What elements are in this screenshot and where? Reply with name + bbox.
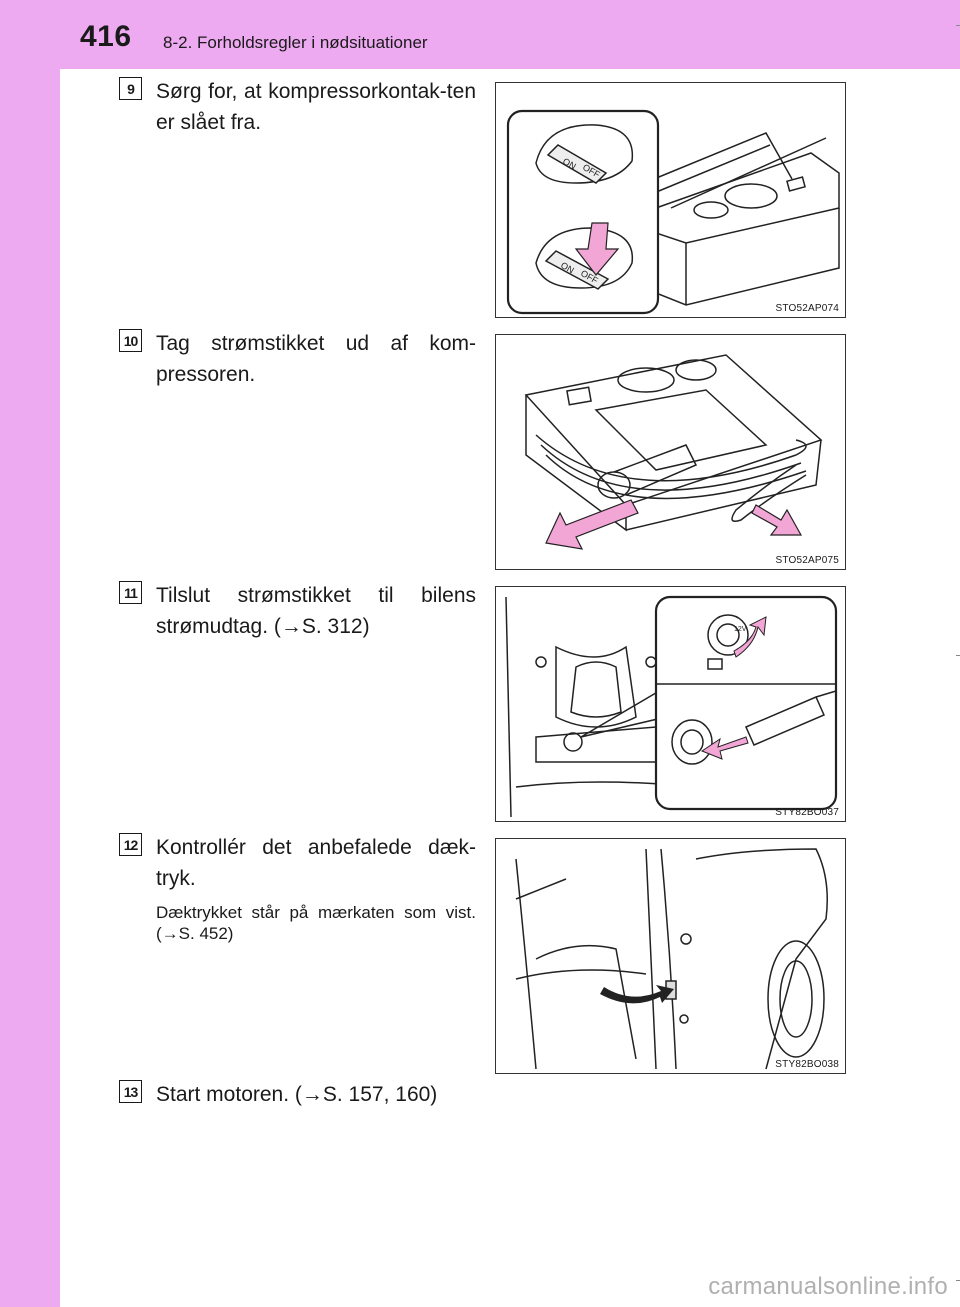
margin-mark (956, 25, 960, 26)
step-number-badge: 12 (119, 833, 142, 856)
figure-compressor-plug: STO52AP075 (495, 334, 846, 570)
step-number-badge: 10 (119, 329, 142, 352)
figure-power-outlet: 12V STY82BO037 (495, 586, 846, 822)
margin-mark (956, 1280, 960, 1281)
compressor-switch-illustration: ON OFF ON OFF (506, 109, 840, 315)
socket-label: 12V (734, 626, 747, 633)
figure-compressor-switch: ON OFF ON OFF STO52AP074 (495, 82, 846, 318)
figure-tire-pressure-label: STY82BO038 (495, 838, 846, 1074)
compressor-plug-illustration (524, 354, 823, 550)
chapter-side-bar (0, 0, 60, 1307)
press-arrow-icon (574, 222, 620, 276)
step-number-badge: 13 (119, 1080, 142, 1103)
point-arrow-icon (600, 985, 674, 1004)
pull-arrow-icon (545, 499, 639, 550)
step-text: Tag strømstikket ud af kom-pressoren. (156, 332, 476, 386)
figure-code: STY82BO038 (775, 1059, 839, 1070)
rotate-arrow-icon (733, 616, 767, 658)
step-text: Kontrollér det anbefalede dæk-tryk. (156, 836, 476, 890)
figure-code: STO52AP074 (775, 303, 839, 314)
watermark: carmanualsonline.info (708, 1273, 948, 1300)
insert-arrow-icon (700, 736, 749, 760)
pull-arrow-icon (751, 504, 803, 536)
step-text: Start motoren. (→S. 157, 160) (156, 1083, 438, 1106)
step-text: Tilslut strømstikket til bilens strømudt… (156, 584, 476, 638)
figure-code: STY82BO037 (775, 807, 839, 818)
step-number-badge: 9 (119, 77, 142, 100)
power-outlet-illustration: 12V (505, 595, 838, 818)
section-title: 8-2. Forholdsregler i nødsituationer (163, 33, 428, 52)
header-band (60, 0, 960, 69)
step-text: Sørg for, at kompressorkontak-ten er slå… (156, 80, 476, 134)
step-note: Dæktrykket står på mærkaten som vist. (→… (156, 903, 476, 943)
margin-mark (956, 655, 960, 656)
figure-code: STO52AP075 (775, 555, 839, 566)
door-pillar-illustration (515, 848, 828, 1070)
step-number-badge: 11 (119, 581, 142, 604)
page-number: 416 (80, 20, 132, 53)
